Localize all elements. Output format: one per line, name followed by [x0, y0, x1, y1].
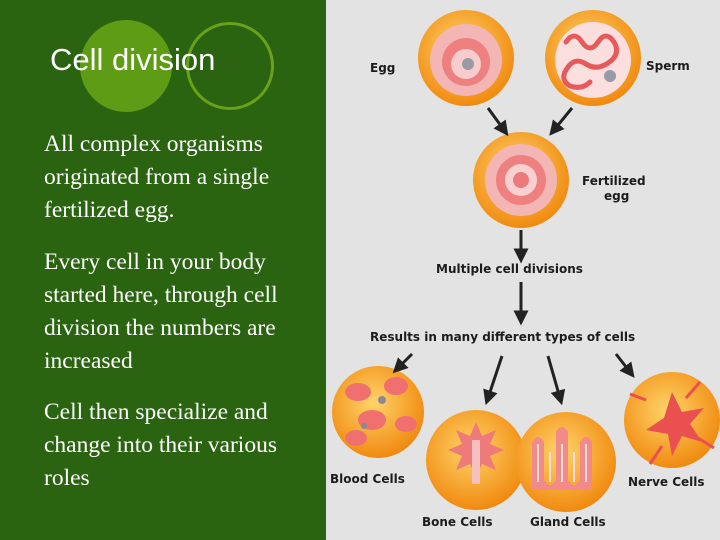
label-blood-cells: Blood Cells — [330, 472, 405, 486]
label-gland-cells: Gland Cells — [530, 515, 606, 529]
arrow-egg-to-fertilized — [486, 107, 509, 137]
arrow-sperm-to-fertilized — [549, 107, 574, 136]
paragraph-division: Every cell in your body started here, th… — [44, 249, 278, 374]
slide-title: Cell division — [50, 42, 216, 77]
label-bone-cells: Bone Cells — [422, 515, 493, 529]
label-fertilized-egg: egg — [604, 189, 629, 203]
paragraph-specialize: Cell then specialize and change into the… — [44, 399, 277, 491]
nerve-cells-image — [624, 372, 720, 468]
decorative-circle-filled — [80, 20, 172, 112]
bone-cells-image — [426, 410, 526, 510]
decorative-circle-outline — [186, 22, 274, 110]
blood-cells-image — [332, 366, 424, 458]
label-sperm: Sperm — [646, 59, 690, 73]
label-egg: Egg — [370, 61, 395, 75]
label-fertilized: Fertilized — [582, 174, 646, 188]
arrow-to-bone — [483, 355, 504, 406]
arrow-to-nerve — [614, 353, 635, 378]
gland-cells-image — [516, 412, 616, 512]
paragraph-origin: All complex organisms originated from a … — [44, 131, 270, 223]
label-nerve-cells: Nerve Cells — [628, 475, 705, 489]
fertilized-egg-image — [473, 132, 569, 228]
cell-division-diagram: Egg Sperm Fertilized egg Multiple cell d… — [326, 0, 720, 540]
arrow-to-blood — [392, 352, 414, 374]
slide-text-panel: Cell division All complex organisms orig… — [0, 0, 326, 540]
label-results: Results in many different types of cells — [370, 330, 635, 344]
sperm-cell-image — [545, 10, 641, 106]
egg-cell-image — [418, 10, 514, 106]
arrow-to-gland — [546, 355, 566, 406]
label-multiple-divisions: Multiple cell divisions — [436, 262, 583, 276]
